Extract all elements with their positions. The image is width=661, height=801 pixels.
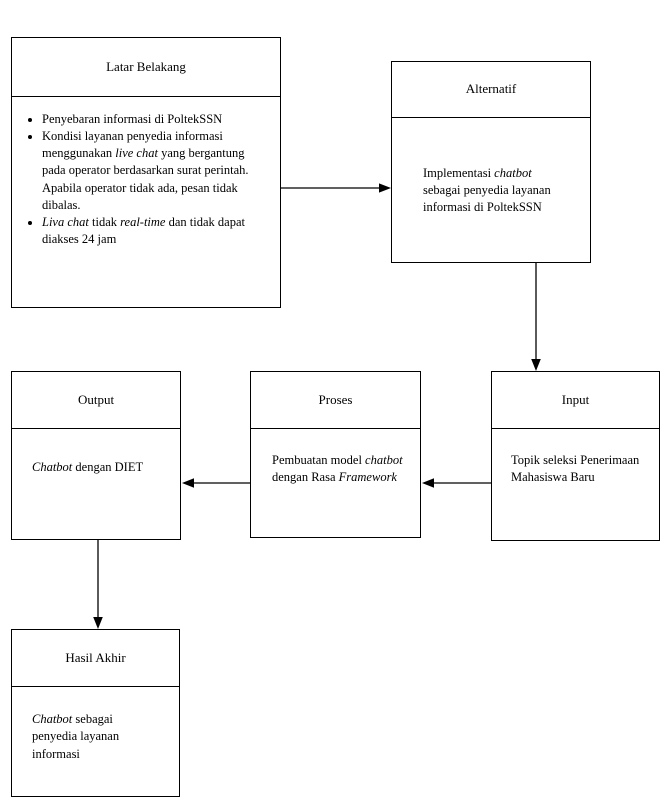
latar-belakang-bullet-list: Penyebaran informasi di PoltekSSN Kondis… [24, 111, 270, 248]
node-latar-belakang[interactable]: Latar Belakang Penyebaran informasi di P… [11, 37, 281, 308]
node-output-title: Output [77, 391, 115, 407]
edge-output-to-hasil-akhir [88, 540, 108, 631]
node-input-text: Topik seleksi Penerimaan Mahasiswa Baru [511, 453, 640, 485]
node-latar-belakang-title: Latar Belakang [106, 58, 186, 74]
edge-input-to-proses [421, 473, 493, 493]
node-output-header: Output [12, 372, 180, 429]
node-hasil-akhir-text: Chatbot sebagai penyedia layanan informa… [32, 712, 120, 761]
node-output[interactable]: Output Chatbot dengan DIET [11, 371, 181, 540]
node-output-text: Chatbot dengan DIET [32, 459, 144, 474]
node-input-header: Input [492, 372, 659, 429]
node-proses-title: Proses [318, 391, 353, 407]
node-hasil-akhir-header: Hasil Akhir [12, 630, 179, 687]
list-item: Kondisi layanan penyedia informasi mengg… [42, 128, 270, 214]
node-alternatif[interactable]: Alternatif Implementasi chatbot sebagai … [391, 61, 591, 263]
node-hasil-akhir-title: Hasil Akhir [65, 649, 126, 665]
node-alternatif-text: Implementasi chatbot sebagai penyedia la… [423, 165, 551, 215]
node-proses-header: Proses [251, 372, 420, 429]
list-item: Liva chat tidak real-time dan tidak dapa… [42, 214, 270, 248]
node-input[interactable]: Input Topik seleksi Penerimaan Mahasiswa… [491, 371, 660, 541]
node-alternatif-body: Implementasi chatbot sebagai penyedia la… [392, 118, 590, 263]
node-latar-belakang-body: Penyebaran informasi di PoltekSSN Kondis… [12, 97, 280, 307]
node-input-body: Topik seleksi Penerimaan Mahasiswa Baru [492, 429, 659, 541]
node-latar-belakang-header: Latar Belakang [12, 38, 280, 97]
node-hasil-akhir-body: Chatbot sebagai penyedia layanan informa… [12, 687, 179, 797]
node-alternatif-title: Alternatif [465, 81, 517, 97]
node-input-title: Input [561, 391, 590, 407]
edge-latar-belakang-to-alternatif [281, 178, 393, 198]
node-proses[interactable]: Proses Pembuatan model chatbot dengan Ra… [250, 371, 421, 538]
node-proses-text: Pembuatan model chatbot dengan Rasa Fram… [272, 453, 403, 485]
list-item: Penyebaran informasi di PoltekSSN [42, 111, 270, 128]
edge-proses-to-output [181, 473, 252, 493]
node-alternatif-header: Alternatif [392, 62, 590, 118]
node-hasil-akhir[interactable]: Hasil Akhir Chatbot sebagai penyedia lay… [11, 629, 180, 797]
node-output-body: Chatbot dengan DIET [12, 429, 180, 540]
edge-alternatif-to-input [526, 263, 546, 373]
node-proses-body: Pembuatan model chatbot dengan Rasa Fram… [251, 429, 420, 538]
